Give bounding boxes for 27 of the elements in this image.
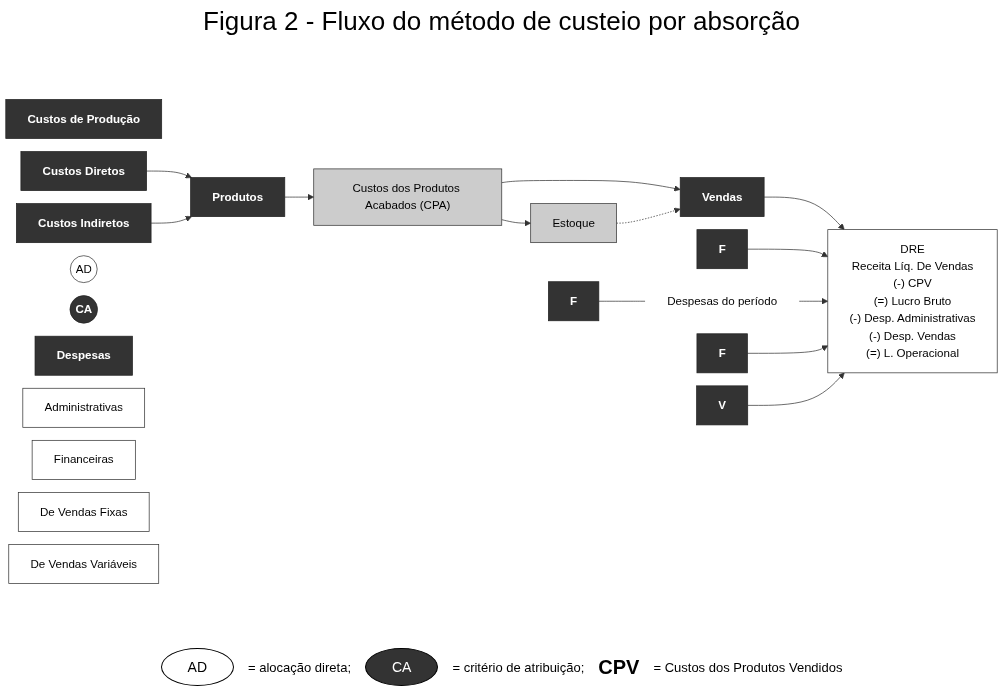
legend-text: = Custos dos Produtos Vendidos (653, 659, 843, 675)
node-circle: CA (69, 295, 98, 324)
node-box: Despesas (34, 335, 133, 376)
node-box: Custos Indiretos (16, 203, 152, 243)
node-box: V (696, 385, 749, 426)
node-circle: AD (69, 255, 98, 283)
node-box: Estoque (530, 203, 617, 243)
node-box: De Vendas Variáveis (8, 544, 160, 584)
node-box: Custos Diretos (20, 151, 147, 191)
node-box: F (548, 281, 600, 322)
node-box: Financeiras (31, 439, 136, 480)
node-box: De Vendas Fixas (17, 492, 150, 532)
node-box: Custos de Produção (5, 99, 163, 139)
legend-text: = alocação direta; (248, 659, 351, 675)
legend-symbol: CA (365, 648, 439, 686)
node-box: Produtos (190, 177, 286, 217)
node-box: Custos dos Produtos Acabados (CPA) (313, 168, 503, 226)
node-box: F (696, 333, 748, 374)
legend-text: = critério de atribuição; (452, 659, 585, 675)
node-box: Vendas (679, 177, 765, 217)
node-text: Despesas do período (667, 294, 778, 308)
node-box: Administrativas (22, 387, 145, 428)
connector (598, 300, 646, 302)
node-box: DRE Receita Líq. De Vendas (-) CPV (=) Lucro Bruto (-) Desp. Administrativas (-) Desp. Vendas (=) L. Operacional (827, 229, 998, 374)
diagram-title: Figura 2 - Fluxo do método de custeio por absorção (203, 6, 800, 37)
legend-abbreviation: CPV (598, 655, 640, 679)
node-box: F (696, 229, 748, 270)
